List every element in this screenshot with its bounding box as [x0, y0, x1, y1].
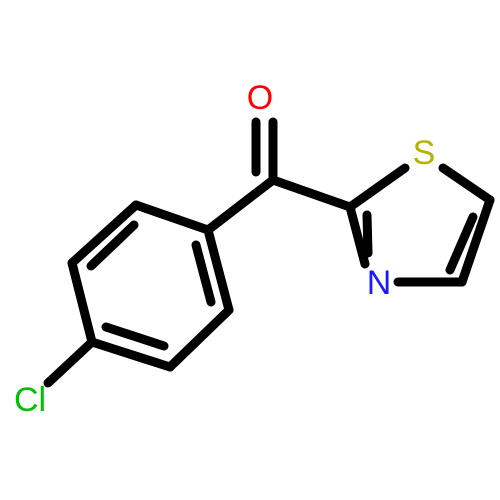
carbonyl-to-thiazole-bond — [268, 175, 355, 212]
chlorine-atom-label: Cl — [14, 381, 46, 419]
thiazole-inner-bond-n-c2 — [362, 210, 373, 258]
thiazole-bond-c2-s — [345, 163, 410, 212]
benzene-bond-4 — [87, 337, 175, 372]
thiazole-inner-bond-c5-c4 — [445, 212, 478, 275]
thiazole-bond-n-c2 — [345, 202, 370, 269]
benzene-bond-3 — [67, 258, 97, 347]
carbonyl-to-benzene-bond — [203, 175, 278, 235]
benzene-inner-bond-3 — [191, 240, 216, 307]
benzene-inner-bond-2 — [101, 322, 169, 351]
oxygen-atom-label: O — [247, 79, 273, 117]
benzene-to-chlorine-bond — [43, 337, 97, 388]
benzene-bond-2 — [67, 200, 141, 268]
sulfur-atom-label: S — [413, 134, 436, 172]
thiazole-bond-s-c5 — [438, 163, 495, 205]
benzene-bond-1 — [131, 200, 213, 235]
thiazole-bond-c5-c4 — [457, 195, 495, 287]
benzene-bond-6 — [203, 225, 234, 315]
benzene-bond-5 — [165, 305, 234, 372]
nitrogen-atom-label: N — [367, 264, 392, 302]
benzene-inner-bond-1 — [86, 220, 139, 271]
